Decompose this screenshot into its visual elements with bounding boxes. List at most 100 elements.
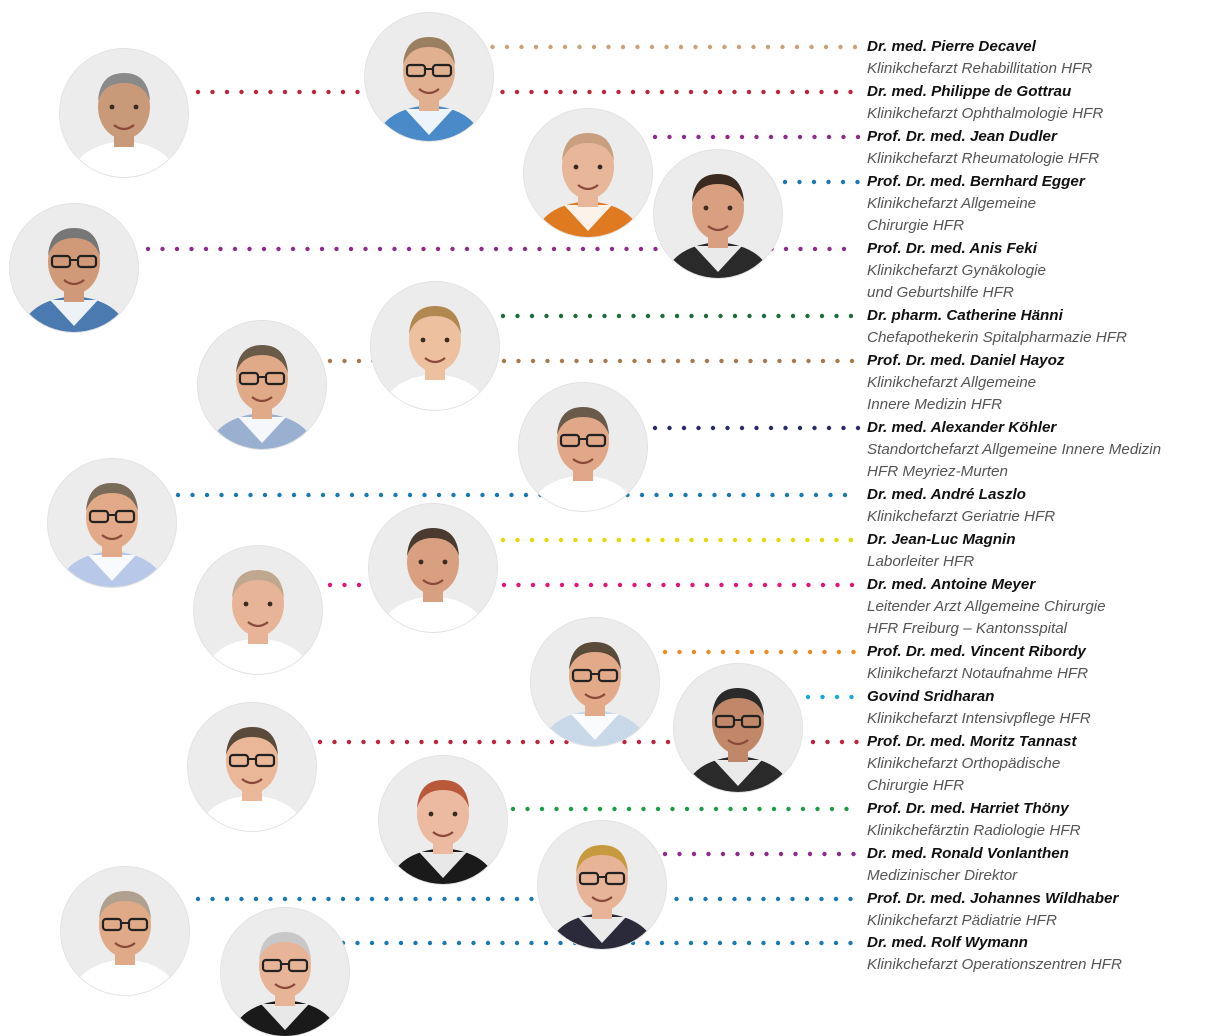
connector-dot	[782, 179, 788, 185]
connector-dot	[558, 89, 563, 95]
connector-dot	[827, 246, 832, 252]
connector-dot	[833, 89, 839, 95]
connector-dot	[433, 739, 439, 745]
staff-name: Prof. Dr. med. Bernhard Egger	[867, 173, 1085, 190]
connector-dot	[820, 694, 825, 700]
connector-dot	[529, 89, 534, 95]
staff-name: Dr. med. Ronald Vonlanthen	[867, 845, 1069, 862]
connector-dot	[500, 89, 505, 95]
connector-dot	[855, 134, 861, 140]
connector-dot	[551, 246, 557, 252]
connector-dot	[834, 537, 839, 543]
portrait-photo	[48, 459, 176, 587]
staff-role: Standortchefarzt Allgemeine Innere Mediz…	[867, 441, 1162, 458]
staff-name: Prof. Dr. med. Vincent Ribordy	[867, 643, 1086, 660]
connector-dot	[659, 940, 665, 946]
connector-dot	[612, 806, 617, 812]
connector-dot	[494, 492, 500, 498]
connector-dot	[471, 896, 476, 902]
connector-dot	[369, 896, 375, 902]
connector-dot	[559, 358, 565, 364]
connector-dot	[224, 89, 230, 95]
connector-dot	[849, 582, 855, 588]
connector-dot	[268, 896, 273, 902]
connector-dot	[710, 425, 716, 431]
connector-dot	[849, 358, 855, 364]
connector-dot	[823, 44, 829, 50]
connector-dot	[515, 537, 520, 543]
connector-dot	[722, 44, 727, 50]
connector-dot	[833, 896, 839, 902]
connector-dot	[248, 492, 253, 498]
connector-dot	[317, 739, 323, 745]
connector-dot	[822, 851, 827, 857]
staff-role: Klinikchefarzt Rheumatologie HFR	[867, 150, 1100, 167]
connector-dot	[804, 89, 810, 95]
connector-dot	[645, 313, 651, 319]
connector-dot	[356, 358, 362, 364]
connector-dot	[790, 313, 796, 319]
connector-dot	[706, 851, 711, 857]
connector-dot	[819, 89, 824, 95]
connector-dot	[754, 425, 759, 431]
connector-dot	[849, 694, 854, 700]
connector-dot	[791, 358, 797, 364]
connector-dot	[790, 537, 796, 543]
connector-dot	[335, 492, 340, 498]
portrait-photo	[519, 383, 647, 511]
connector-dot	[651, 739, 656, 745]
connector-dot	[247, 246, 252, 252]
connector-dot	[794, 44, 800, 50]
connector-dot	[346, 739, 352, 745]
connector-dot	[703, 313, 709, 319]
connector-dot	[377, 246, 383, 252]
connector-dot	[519, 44, 524, 50]
connector-dot	[704, 582, 710, 588]
connector-dot	[568, 806, 574, 812]
connector-dot	[510, 806, 516, 812]
connector-dot	[807, 851, 813, 857]
connector-dot	[543, 89, 549, 95]
connector-dot	[834, 694, 840, 700]
connector-dot	[436, 492, 442, 498]
connector-dot	[320, 492, 326, 498]
connector-dot	[813, 492, 819, 498]
connector-dot	[332, 739, 337, 745]
connector-dot	[683, 492, 688, 498]
connector-line	[475, 44, 858, 50]
staff-role: Klinikchefärztin Radiologie HFR	[867, 822, 1081, 839]
connector-dot	[797, 179, 802, 185]
connector-dot	[422, 492, 427, 498]
connector-dot	[413, 940, 418, 946]
connector-dot	[706, 649, 711, 655]
connector-dot	[783, 246, 789, 252]
connector-dot	[630, 940, 636, 946]
connector-dot	[826, 134, 832, 140]
connector-dot	[851, 851, 856, 857]
connector-dot	[609, 246, 615, 252]
connector-dot	[797, 134, 803, 140]
connector-dot	[435, 246, 441, 252]
connector-dot	[311, 89, 317, 95]
connector-dot	[204, 492, 210, 498]
connector-dot	[603, 582, 608, 588]
connector-dot	[282, 89, 288, 95]
connector-dot	[427, 940, 433, 946]
connector-dot	[311, 896, 317, 902]
connector-dot	[836, 851, 842, 857]
connector-dot	[777, 358, 782, 364]
connector-dot	[174, 246, 180, 252]
connector-dot	[810, 739, 816, 745]
connector-dot	[574, 582, 579, 588]
connector-line	[175, 492, 848, 498]
connector-dot	[326, 896, 331, 902]
connector-dot	[616, 313, 622, 319]
connector-dot	[725, 134, 730, 140]
connector-dot	[636, 739, 642, 745]
connector-dot	[719, 582, 724, 588]
connector-dot	[844, 806, 849, 812]
